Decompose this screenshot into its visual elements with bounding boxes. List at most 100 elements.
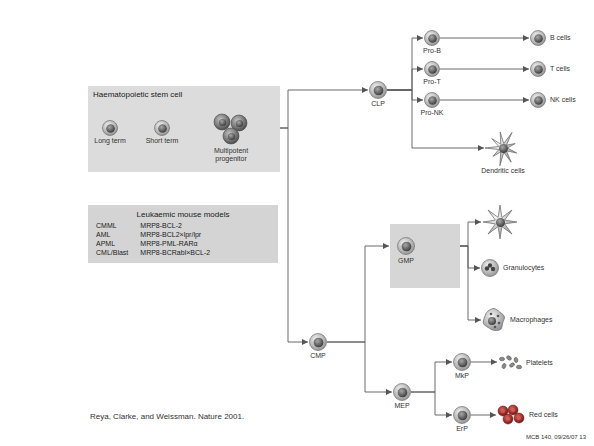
cell-label: B cells [550,34,571,42]
table-cell: CMML [96,222,128,230]
macrophage-figure [482,308,506,332]
dendritic-outline [485,132,517,166]
cell-label: Dendritic cells [481,167,525,175]
model-table-panel: Leukaemic mouse modelsCMMLMRP8-BCL-2AMLM… [88,205,278,263]
table-cell: AML [96,231,128,239]
mature-cell: NK cells [530,92,546,108]
lineage-arrow [460,246,480,268]
red-cell-centre [511,408,515,412]
cell-body [310,334,327,351]
cell-body [454,354,471,371]
cell-nucleus [236,120,243,127]
cell-nucleus [428,34,437,43]
slide-footer: MCB 140, 09/26/07 13 [526,434,586,441]
red-cell-centre [517,416,521,420]
cell-nucleus [106,124,115,133]
cell-nucleus [458,358,468,368]
cell-nucleus [428,65,437,74]
red-cell-centre [506,417,510,421]
progenitor-cluster: Multipotent progenitor [212,110,250,146]
mature-cell-figure [530,61,546,77]
progenitor-cluster-figure [212,110,250,146]
stem-cell: Long term [102,120,118,136]
platelet [509,362,515,368]
table-cell: MRP8-PML-RARα [140,240,270,248]
lineage-arrow [411,362,452,392]
panel-heading: Leukaemic mouse models [96,210,270,219]
platelet [506,355,512,361]
cell-body [103,121,118,136]
cell-nucleus [402,242,412,252]
cell-label: Macrophages [510,316,552,324]
cell-nucleus [219,119,226,126]
dendritic-cell: Dendritic cells [485,130,521,166]
macrophage-outline [483,308,504,330]
vesicle [498,322,501,325]
mature-cell: B cells [530,30,546,46]
progenitor-cell: CMP [309,333,327,351]
red-cell-centre [501,409,505,413]
progenitor-cell: ErP [453,406,471,424]
citation: Reya, Clarke, and Weissman. Nature 2001. [90,413,244,422]
lineage-arrow [440,100,529,101]
cell-label: Pro-NK [421,109,444,117]
progenitor-cell-figure [453,406,471,424]
cell-label: Short term [146,137,179,145]
dendritic-cell-figure [485,130,521,166]
mature-cell-figure [530,92,546,108]
cell-label: Long term [94,137,126,145]
cell-body [214,114,230,130]
stem-cell-figure [102,120,118,136]
cell-label: Red cells [529,411,558,419]
mature-cell-figure [530,30,546,46]
cell-label: MkP [455,372,469,380]
cell-nucleus [314,338,324,348]
vesicle [497,315,500,318]
nucleus-lobe [488,263,492,267]
vesicle [494,326,497,329]
lineage-arrow [327,246,389,342]
cell-nucleus [534,96,543,105]
cell-label: CMP [310,352,326,360]
lineage-arrow [387,38,423,90]
cell-body [425,93,440,108]
progenitor-cell-figure [393,383,411,401]
red-cells-figure [497,405,525,425]
cell-nucleus [158,124,167,133]
dendritic-cell-figure [483,205,517,239]
platelet [501,363,506,369]
cell-label: Platelets [526,359,553,367]
stem-cell-figure [154,120,170,136]
cell-nucleus [458,411,468,421]
platelet [516,365,521,369]
cell-nucleus [534,65,543,74]
nucleus-lobe [491,267,495,271]
red-cell [503,414,513,424]
cell-label: Pro-B [423,47,441,55]
cell-label: ErP [456,425,468,433]
cell-body [531,31,546,46]
cell-label: MEP [394,402,409,410]
progenitor-cell-figure [309,333,327,351]
table-cell: MRP8-BCRabl×BCL-2 [140,249,270,257]
lineage-arrow [387,69,423,90]
lineage-arrow [327,342,392,392]
cell-label: Pro-T [423,78,441,86]
cell-nucleus [398,388,408,398]
progenitor-cell-figure [424,30,440,46]
cell-body [531,62,546,77]
platelet [499,357,504,361]
cell-nucleus [496,218,505,227]
cell-nucleus [488,317,496,325]
progenitor-cell: Pro-T [424,61,440,77]
platelet [514,357,519,363]
cell-label: NK cells [550,96,576,104]
lineage-arrow [387,90,423,100]
progenitor-cell-figure [453,353,471,371]
platelets: Platelets [498,355,522,371]
cell-nucleus [428,96,437,105]
cell-body [155,121,170,136]
cell-body [370,82,387,99]
progenitor-cell [397,237,415,255]
